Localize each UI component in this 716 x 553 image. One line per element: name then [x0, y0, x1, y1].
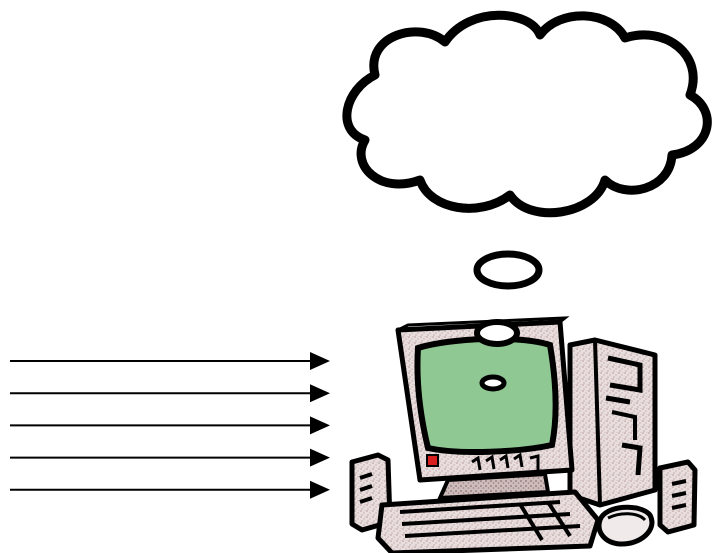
input-arrow: [10, 384, 330, 403]
arrow-right-icon: [310, 480, 330, 499]
input-arrow: [10, 352, 330, 370]
power-light: [426, 454, 439, 467]
computer-monitor: [395, 316, 575, 501]
thought-bubble-large: [473, 250, 543, 290]
input-arrow: [10, 480, 330, 499]
thought-cloud-icon: [342, 10, 712, 218]
arrow-right-icon: [310, 384, 330, 403]
thought-bubbles: [473, 250, 543, 290]
input-arrows: [10, 352, 330, 499]
desktop-computer: [349, 316, 698, 553]
arrow-right-icon: [310, 352, 330, 370]
monitor-buttons: [471, 452, 540, 471]
input-arrow: [10, 448, 330, 467]
keyboard: [375, 489, 601, 553]
thought-cloud: [342, 10, 712, 218]
right-speaker: [657, 459, 698, 535]
computer-tower: [567, 337, 658, 508]
arrow-right-icon: [310, 416, 330, 435]
input-arrow: [10, 416, 330, 435]
arrow-right-icon: [310, 448, 330, 467]
monitor-screen: [414, 335, 559, 455]
mouse: [596, 504, 655, 547]
thought-bubble-medium: [474, 319, 520, 347]
thought-bubble-small: [479, 374, 507, 392]
